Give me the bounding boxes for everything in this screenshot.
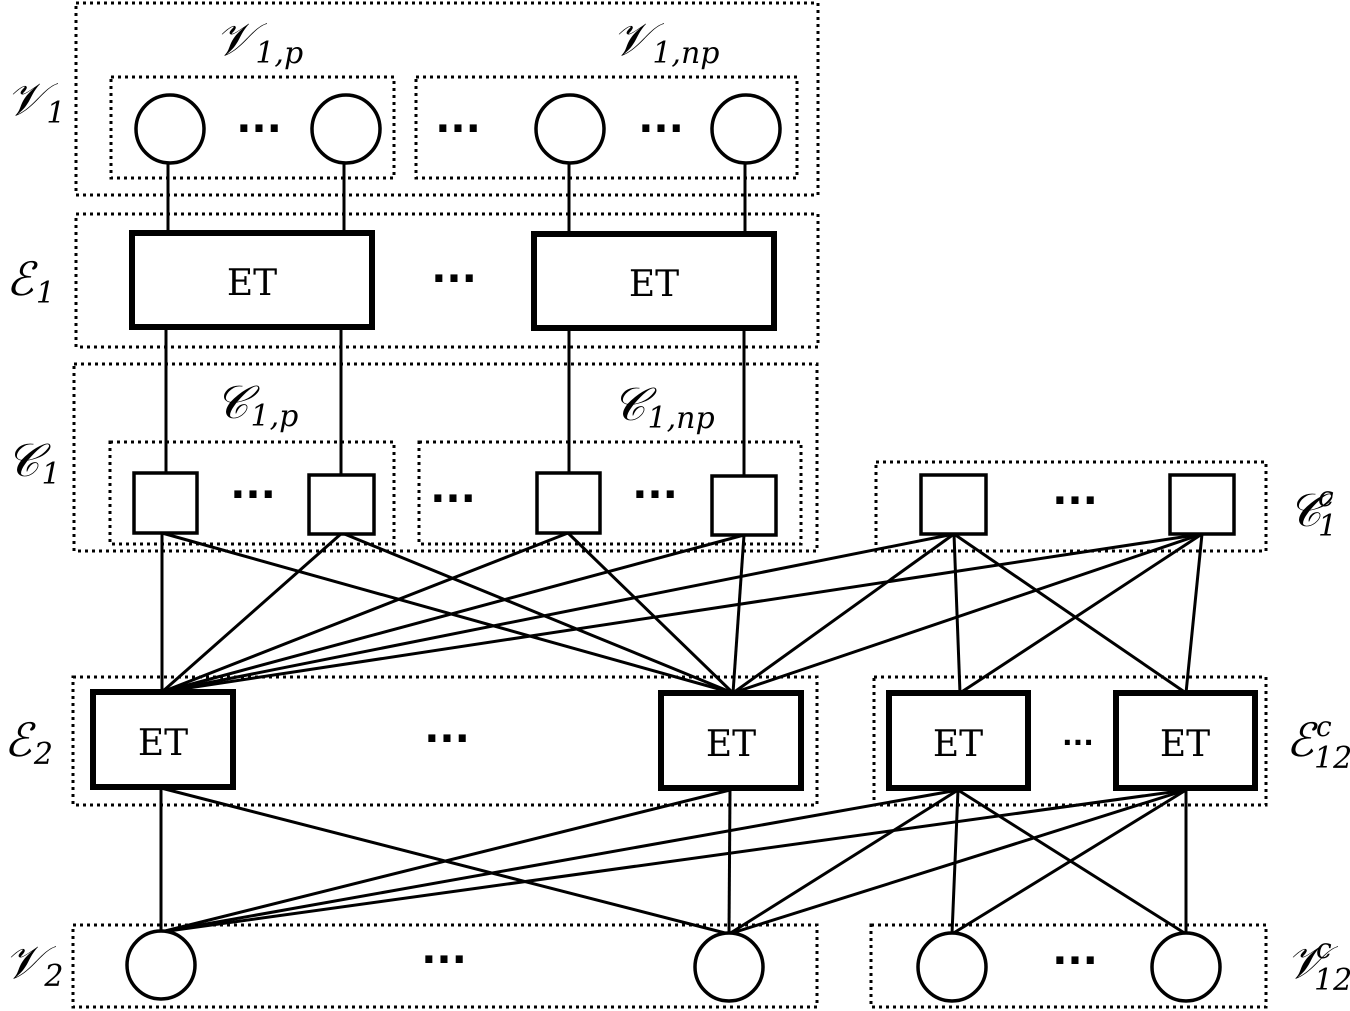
et-label: ET — [1160, 724, 1210, 765]
v1-variable-nodes — [134, 93, 782, 165]
et-label: ET — [629, 264, 679, 305]
edge — [566, 531, 735, 695]
ellipsis: ··· — [230, 472, 276, 518]
et-node — [531, 231, 777, 331]
label-e2: ℰ2 — [4, 713, 53, 772]
edge — [1184, 533, 1204, 694]
et-label: ET — [706, 724, 756, 765]
variable-node — [693, 931, 765, 1003]
et-node — [886, 690, 1031, 791]
edge — [959, 532, 1203, 695]
edge — [952, 533, 962, 694]
ellipsis: ··· — [632, 472, 678, 518]
check-node — [710, 474, 778, 537]
c1c-group-box — [874, 460, 1268, 553]
ellipsis: ··· — [1052, 478, 1098, 524]
label-v1: 𝒱1 — [6, 72, 65, 131]
v2-group-box — [71, 923, 819, 1009]
c1-group-box — [72, 362, 819, 553]
edge — [160, 788, 959, 934]
edge — [727, 789, 732, 935]
variable-node — [125, 929, 197, 1001]
et-label: ET — [138, 723, 188, 764]
check-node — [535, 471, 602, 535]
variable-node — [134, 93, 206, 165]
label-c1np: 𝒞1,np — [612, 377, 715, 436]
edge — [161, 531, 569, 694]
edge — [161, 531, 734, 695]
label-c1: 𝒞1 — [6, 433, 61, 492]
et-node — [1113, 690, 1258, 791]
v12c-group-box — [869, 923, 1268, 1009]
edge — [728, 788, 1187, 936]
et-node — [90, 689, 236, 790]
edge — [957, 788, 1187, 936]
edge — [161, 532, 955, 694]
e1-et-nodes: ET ET — [129, 230, 777, 331]
edge — [732, 532, 955, 695]
label-v1p: 𝒱1,p — [215, 12, 303, 71]
ellipsis: ··· — [435, 106, 481, 152]
ellipsis: ··· — [424, 716, 470, 762]
v2-variable-nodes — [125, 929, 1222, 1003]
v1p-group-box — [109, 75, 396, 180]
e2-group-box — [71, 675, 819, 807]
v1-group-box — [74, 1, 820, 197]
v1np-group-box — [414, 75, 799, 180]
variable-node — [310, 93, 382, 165]
edge — [160, 788, 1187, 934]
ellipsis-small: ··· — [1062, 726, 1094, 759]
c1-check-nodes — [132, 471, 1236, 537]
variable-node — [916, 931, 988, 1003]
c1np-group-box — [417, 440, 803, 546]
label-c1p: 𝒞1,p — [215, 375, 298, 434]
ellipsis: ··· — [421, 937, 467, 983]
edge — [951, 788, 1187, 936]
edge — [161, 533, 745, 694]
check-node — [307, 473, 376, 536]
edge — [160, 788, 731, 934]
et-label: ET — [933, 724, 983, 765]
edge — [728, 788, 959, 936]
et-label: ET — [227, 263, 277, 304]
edge — [732, 532, 1203, 695]
ellipsis: ··· — [1052, 938, 1098, 984]
c1p-group-box — [108, 440, 396, 546]
edge — [341, 531, 734, 695]
check-node — [919, 473, 988, 536]
ellipsis: ··· — [236, 106, 282, 152]
edge — [161, 532, 1203, 694]
edges — [159, 162, 1204, 936]
label-e1: ℰ1 — [6, 252, 55, 311]
ellipsis: ··· — [430, 476, 476, 522]
variable-node — [710, 93, 782, 165]
edge — [161, 531, 343, 694]
edge — [953, 532, 1187, 695]
et-node — [658, 690, 804, 791]
variable-node — [1150, 931, 1222, 1003]
label-v2: 𝒱2 — [4, 935, 63, 994]
e2-et-nodes: ET ET ET ET — [90, 689, 1258, 791]
group-boxes — [71, 1, 1268, 1009]
check-node — [1168, 473, 1236, 536]
ellipsis: ··· — [431, 256, 477, 302]
check-node — [132, 471, 199, 535]
e1-group-box — [74, 212, 820, 349]
edge — [731, 534, 746, 694]
variable-node — [534, 93, 606, 165]
ellipsis: ··· — [638, 106, 684, 152]
ellipses: ··· ··· ··· ··· ··· ··· ··· ··· ··· ··· … — [230, 106, 1098, 984]
et-node — [129, 230, 375, 330]
label-v1np: 𝒱1,np — [612, 12, 719, 71]
